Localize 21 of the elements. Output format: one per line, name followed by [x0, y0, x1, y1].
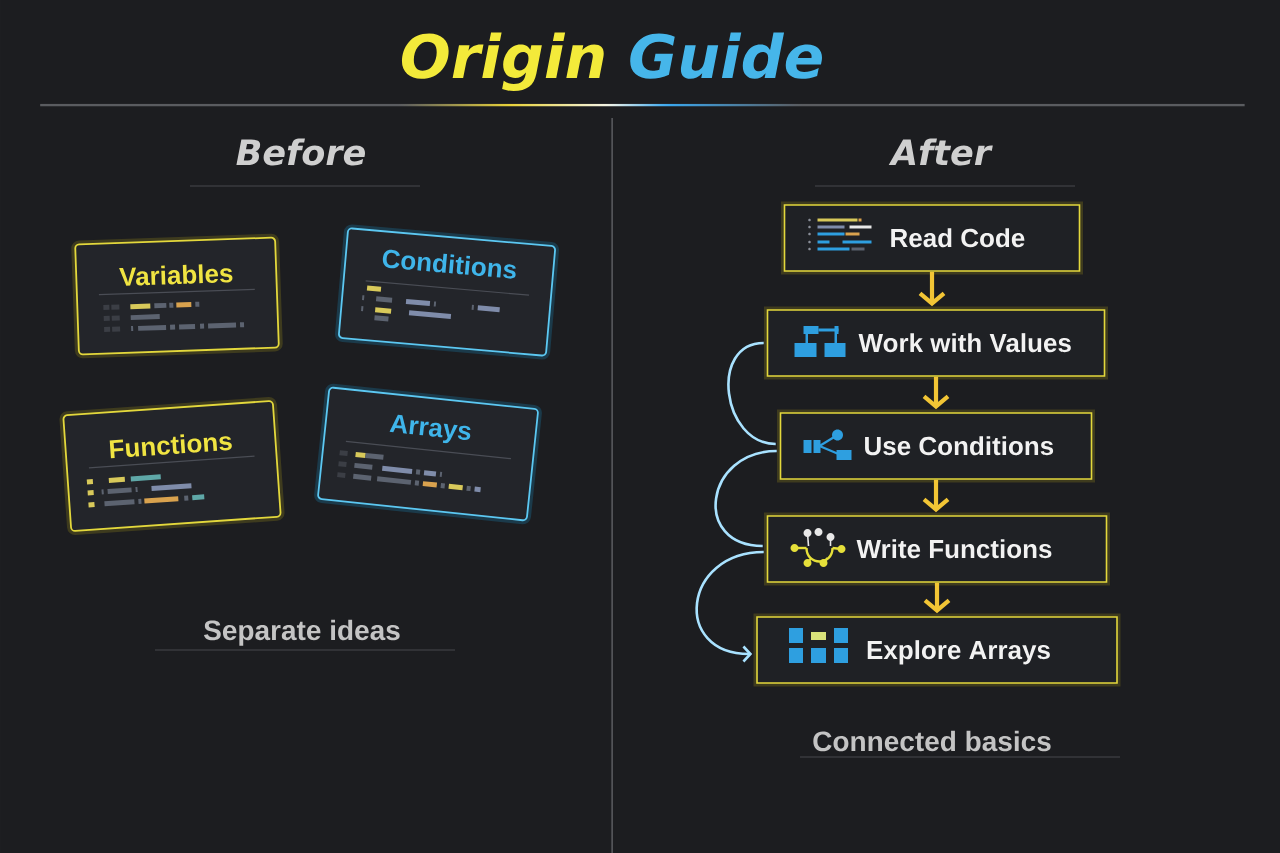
arrow [923, 582, 951, 614]
arrow [918, 271, 946, 307]
topic-card: Arrays [314, 383, 542, 525]
step-box: Explore Arrays [753, 613, 1121, 687]
step-box: Use Conditions [777, 409, 1095, 483]
curved-arrow [695, 550, 764, 663]
caption: Connected basics [813, 730, 1051, 752]
title: Origin Guide [401, 32, 822, 91]
topic-card: Conditions [334, 224, 560, 360]
topic-card: Functions [59, 397, 285, 535]
step-box: Work with Values [764, 306, 1108, 380]
caption: Separate ideas [203, 619, 400, 646]
section-heading: Before [236, 138, 365, 166]
arrow [922, 479, 950, 513]
curved-line [727, 341, 776, 446]
step-box: Write Functions [764, 512, 1110, 586]
section-heading: After [888, 138, 993, 166]
arrow [922, 376, 950, 410]
topic-card: Variables [71, 233, 283, 359]
curved-line [714, 449, 777, 548]
step-box: Read Code [781, 201, 1083, 275]
